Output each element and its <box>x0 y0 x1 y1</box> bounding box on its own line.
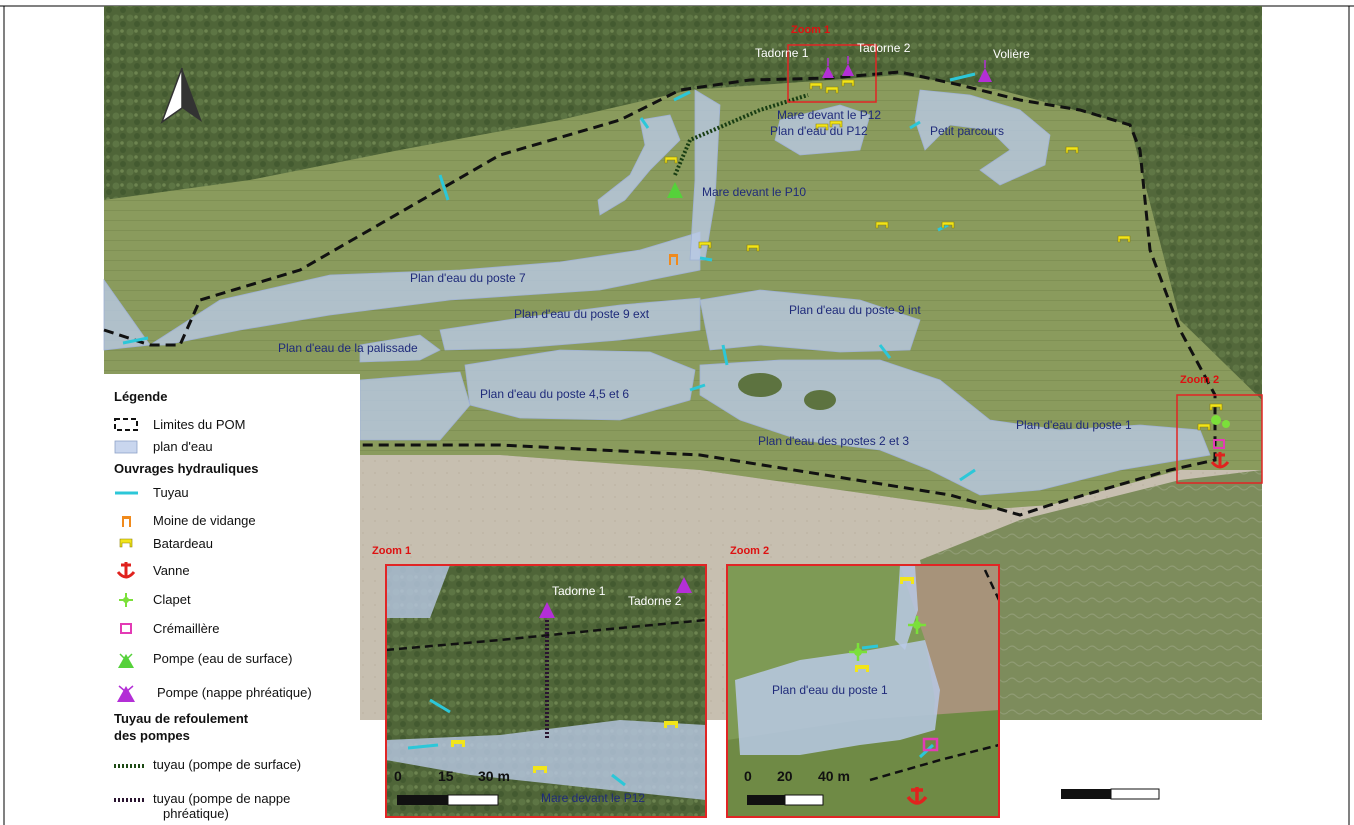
pump-surface-icon <box>667 182 683 198</box>
label-mare-p10: Mare devant le P10 <box>702 185 806 199</box>
label-tadorne2: Tadorne 2 <box>857 41 911 55</box>
label-poste7: Plan d'eau du poste 7 <box>410 271 526 285</box>
legend-batardeau: Batardeau <box>153 536 213 551</box>
zoom2-inset: Zoom 2 Plan d'eau du poste 1 0 20 40 m <box>726 545 1001 818</box>
label-zoom2: Zoom 2 <box>1180 374 1219 386</box>
legend-clapet: Clapet <box>153 592 191 607</box>
legend: Légende Limites du POM plan d'eau Ouvrag… <box>104 374 360 821</box>
water-mare-p10 <box>597 114 681 216</box>
legend-tuyau-surface: tuyau (pompe de surface) <box>153 757 301 772</box>
label-palissade: Plan d'eau de la palissade <box>278 341 418 355</box>
label-poste456: Plan d'eau du poste 4,5 et 6 <box>480 387 629 401</box>
water-p12 <box>774 104 871 156</box>
zoom1-tadorne2: Tadorne 2 <box>628 594 682 608</box>
legend-moine-icon <box>122 516 131 527</box>
water-petit-parcours <box>914 89 1051 186</box>
label-poste9int: Plan d'eau du poste 9 int <box>789 303 921 317</box>
legend-pompe-nappe: Pompe (nappe phréatique) <box>157 685 312 700</box>
label-zoom1: Zoom 1 <box>791 24 830 36</box>
water-poste9int <box>699 289 921 353</box>
zoom1-inset: Zoom 1 Tadorne 1 Tadorne 2 Mare devant l… <box>372 545 707 818</box>
label-tadorne1: Tadorne 1 <box>755 46 809 60</box>
legend-water-swatch <box>114 440 138 454</box>
scale-tick-0: 0 <box>1056 764 1063 779</box>
legend-vanne-icon <box>116 562 136 579</box>
water-poste9ext <box>439 297 701 351</box>
legend-tuyau-nappe-1: tuyau (pompe de nappe <box>153 791 290 806</box>
zoom2-scale-0: 0 <box>744 768 752 784</box>
zoom1-scale-1: 15 <box>438 768 454 784</box>
pom-boundary <box>103 70 1217 517</box>
legend-title: Légende <box>114 389 167 404</box>
legend-moine: Moine de vidange <box>153 513 256 528</box>
water-poste456 <box>464 349 696 421</box>
batardeaux <box>664 79 1223 431</box>
zoom2-scale-2: 40 m <box>818 768 850 784</box>
map-labels: Plan d'eau du poste 7 Plan d'eau du post… <box>278 24 1219 448</box>
label-poste1: Plan d'eau du poste 1 <box>1016 418 1132 432</box>
legend-section-ouvrages: Ouvrages hydrauliques <box>114 461 259 476</box>
legend-pompe-surface-icon <box>118 653 134 668</box>
legend-water: plan d'eau <box>153 439 213 454</box>
pumps-nappe <box>822 56 992 82</box>
zoom1-title: Zoom 1 <box>372 545 411 557</box>
legend-cremaillere: Crémaillère <box>153 621 219 636</box>
pipes-map <box>122 72 976 482</box>
legend-tuyau: Tuyau <box>153 485 189 500</box>
legend-vanne: Vanne <box>153 563 190 578</box>
islands <box>738 373 836 410</box>
water-west-edge <box>103 278 151 351</box>
zoom1-scale-0: 0 <box>394 768 402 784</box>
legend-section-refoulement-2: des pompes <box>114 728 190 743</box>
legend-clapet-icon <box>119 593 133 607</box>
label-poste9ext: Plan d'eau du poste 9 ext <box>514 307 650 321</box>
legend-limits: Limites du POM <box>153 417 245 432</box>
moine-vidange-icon <box>669 254 678 265</box>
zoom1-mare: Mare devant le P12 <box>541 791 645 805</box>
zoom2-frame <box>1176 394 1263 484</box>
legend-tuyau-nappe-2: phréatique) <box>163 806 229 821</box>
scale-tick-1: 100 <box>1097 764 1119 779</box>
scale-tick-2: 200 m <box>1137 764 1173 779</box>
label-poste23: Plan d'eau des postes 2 et 3 <box>758 434 909 448</box>
legend-pompe-surface: Pompe (eau de surface) <box>153 651 292 666</box>
water-palissade <box>359 334 441 363</box>
legend-section-refoulement-1: Tuyau de refoulement <box>114 711 249 726</box>
zoom1-scale-2: 30 m <box>478 768 510 784</box>
zoom1-tadorne1: Tadorne 1 <box>552 584 606 598</box>
legend-pompe-nappe-icon <box>117 685 135 702</box>
label-mare-p12: Mare devant le P12 <box>777 108 881 122</box>
label-voliere: Volière <box>993 47 1030 61</box>
legend-limits-swatch <box>114 418 138 431</box>
zoom2-title: Zoom 2 <box>730 545 769 557</box>
zoom2-water: Plan d'eau du poste 1 <box>772 683 888 697</box>
pipe-surface-pump <box>673 93 809 176</box>
zoom1-frame <box>787 44 877 103</box>
zoom2-scale-1: 20 <box>777 768 793 784</box>
label-p12: Plan d'eau du P12 <box>770 124 868 138</box>
label-petit-parcours: Petit parcours <box>930 124 1004 138</box>
zoom2-cluster <box>1210 415 1230 469</box>
main-scale-bar: 0 100 200 m <box>1056 764 1173 800</box>
legend-batardeau-icon <box>119 538 133 548</box>
north-arrow-icon <box>160 67 202 124</box>
legend-cremaillere-icon <box>120 623 132 634</box>
